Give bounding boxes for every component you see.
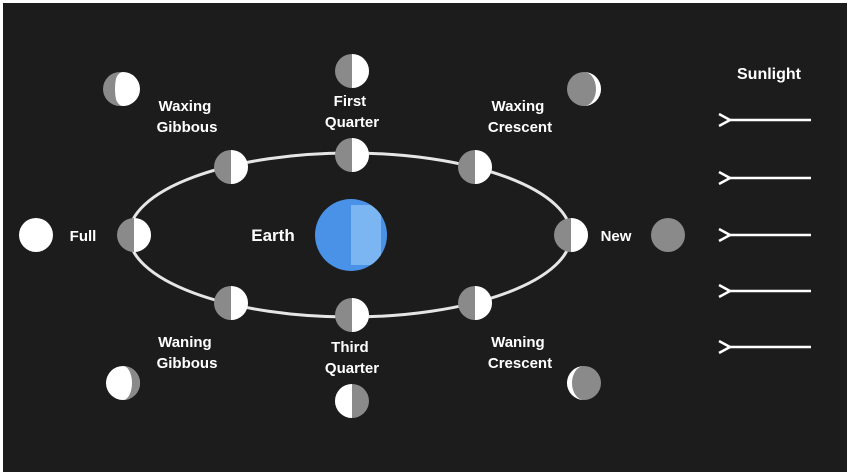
orbit-moon-waning-crescent-position-icon	[458, 286, 492, 320]
waxing-crescent-phase-icon	[567, 72, 601, 106]
earth-label: Earth	[251, 226, 294, 245]
earth-icon	[315, 199, 387, 271]
third-quarter-phase-icon	[335, 384, 369, 418]
waxing-gibbous-phase-icon	[103, 72, 140, 106]
waxing-crescent-label: Waxing Crescent	[488, 98, 552, 136]
orbit-moon-waning-gibbous-position-icon	[214, 286, 248, 320]
moon-phases-diagram: Sunlight Earth Full New Waxing Gibbous F…	[3, 3, 847, 472]
orbit-moon-first-quarter-position-icon	[335, 138, 369, 172]
waning-crescent-phase-icon	[567, 366, 601, 400]
sunlight-arrows	[730, 120, 811, 347]
new-moon-phase-icon	[651, 218, 685, 252]
waning-crescent-label: Waning Crescent	[488, 334, 552, 372]
new-label: New	[601, 228, 632, 245]
waxing-gibbous-label: Waxing Gibbous	[157, 98, 218, 136]
first-quarter-phase-icon	[335, 54, 369, 88]
sunlight-label: Sunlight	[737, 66, 802, 83]
orbit-moon-waxing-gibbous-position-icon	[214, 150, 248, 184]
waning-gibbous-phase-icon	[106, 366, 140, 400]
orbit-moon-full-position-icon	[117, 218, 151, 252]
orbit-moon-third-quarter-position-icon	[335, 298, 369, 332]
waning-gibbous-label: Waning Gibbous	[157, 334, 218, 372]
full-moon-phase-icon	[19, 218, 53, 252]
orbit-moon-waxing-crescent-position-icon	[458, 150, 492, 184]
full-label: Full	[70, 228, 97, 245]
third-quarter-label: Third Quarter	[325, 339, 379, 377]
orbit-moon-new-position-icon	[554, 218, 588, 252]
moon-phases-svg: Sunlight Earth Full New Waxing Gibbous F…	[19, 54, 811, 418]
first-quarter-label: First Quarter	[325, 93, 379, 131]
